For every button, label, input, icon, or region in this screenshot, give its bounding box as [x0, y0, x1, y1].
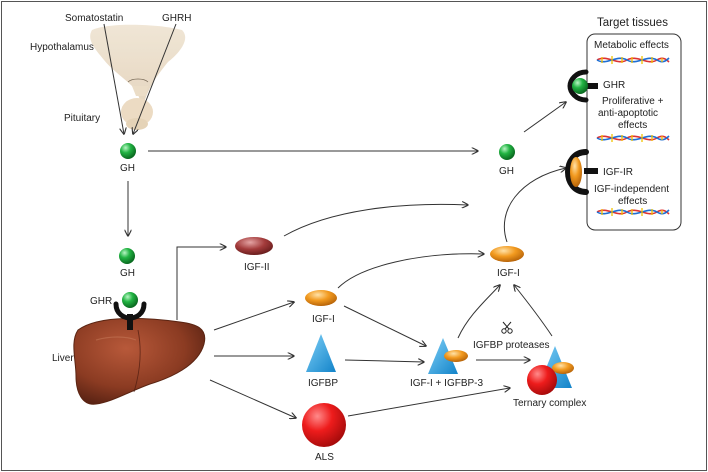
als-to-ternary-arrow	[347, 388, 510, 417]
igf2-label: IGF-II	[244, 262, 270, 273]
igf1-igfbp3-complex	[428, 338, 468, 374]
ghrh-label: GHRH	[162, 13, 191, 24]
liver-to-als-arrow	[209, 379, 296, 418]
ghr-liver-receptor	[113, 292, 147, 330]
target-tissues-box	[586, 33, 682, 231]
proliferative-line3: effects	[618, 120, 647, 131]
somatostatin-line	[103, 23, 124, 134]
igf-ir-receptor	[564, 149, 598, 195]
igf1-to-target-arrow	[503, 168, 566, 243]
igf1-mid-molecule	[305, 290, 337, 306]
ghrh-line	[133, 23, 177, 134]
gh-right-label: GH	[499, 166, 514, 177]
gh-top-label: GH	[120, 163, 135, 174]
als-label: ALS	[315, 452, 334, 463]
gh-to-target-arrow	[523, 102, 566, 133]
ternary-to-igf1-arrow	[514, 285, 553, 337]
dna-icon	[596, 208, 670, 216]
metabolic-effects-label: Metabolic effects	[594, 40, 669, 51]
igf1-to-complex-arrow	[343, 305, 426, 346]
ghr-liver-label: GHR	[90, 296, 112, 307]
liver-label: Liver	[52, 353, 74, 364]
complex-to-igf1-arrow	[457, 285, 500, 339]
proliferative-line1: Proliferative +	[602, 96, 664, 107]
pituitary-label: Pituitary	[64, 113, 100, 124]
igf1-top-label: IGF-I	[497, 268, 520, 279]
igf-ir-label: IGF-IR	[603, 167, 633, 178]
igf2-molecule	[235, 237, 273, 255]
igf-independent-line1: IGF-independent	[594, 184, 669, 195]
igf1-top-molecule	[490, 246, 524, 262]
igfbp-proteases-label: IGFBP proteases	[473, 340, 550, 351]
gh-top-molecule	[120, 143, 136, 159]
igf-independent-line2: effects	[618, 196, 647, 207]
ghr-target-receptor	[567, 69, 598, 103]
igf2-to-target-arrow	[283, 204, 468, 237]
igfbp-triangle	[306, 334, 336, 372]
gh-mid-label: GH	[120, 268, 135, 279]
igf1-mid-label: IGF-I	[312, 314, 335, 325]
dna-icon	[596, 56, 670, 64]
liver-to-igf1-arrow	[213, 302, 294, 331]
proliferative-line2: anti-apoptotic	[598, 108, 658, 119]
igfbp-label: IGFBP	[308, 378, 338, 389]
igf1-mid-to-igf1-top-arrow	[337, 254, 484, 289]
target-tissues-title: Target tissues	[597, 17, 668, 29]
gh-mid-molecule	[119, 248, 135, 264]
ghr-target-label: GHR	[603, 80, 625, 91]
igf1-igfbp3-label: IGF-I + IGFBP-3	[410, 378, 484, 389]
ternary-complex-label: Ternary complex	[513, 398, 586, 409]
dna-icon	[596, 134, 670, 142]
igfbp-to-complex-arrow	[344, 360, 424, 362]
als-circle	[302, 403, 346, 447]
liver-to-igf2-arrow	[176, 247, 226, 320]
liver-illustration	[73, 317, 206, 405]
scissors-icon	[501, 321, 513, 334]
hypothalamus-label: Hypothalamus	[30, 42, 94, 53]
gh-right-molecule	[499, 144, 515, 160]
ternary-complex	[527, 346, 574, 395]
somatostatin-label: Somatostatin	[65, 13, 123, 24]
